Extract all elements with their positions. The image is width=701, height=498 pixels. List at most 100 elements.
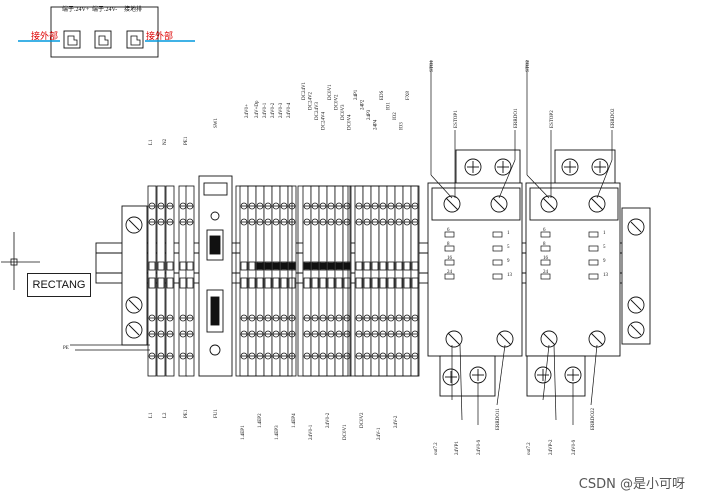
bottom-label-mid-0: 1.4EP1 [241,425,246,440]
top-label-g2-2: DC24V3 [315,101,320,120]
relay1-slot-right-label: 9 [507,259,510,264]
terminal-group-frame-1 [297,185,349,377]
label-sto1: STO1 [430,60,435,72]
top-label-g1-2: PE1 [184,136,189,145]
terminal-group-left [147,185,195,377]
terminal-mid-17 [386,185,396,377]
terminal-mid-16 [378,185,388,377]
relay1-slot-right [492,245,503,252]
safety-relay-1 [427,149,523,397]
bottom-label-r2-3: ERRDO22 [591,408,596,430]
bottom-label-left-1: L2 [163,412,168,418]
label-estop1: ESTOP1 [454,110,459,128]
relay2-slot-right-label: 9 [603,259,606,264]
relay1-slot-right [492,231,503,238]
bottom-label-r2-2: 24V0-9 [572,439,577,455]
top-label-g2-1: DC24V2 [309,91,314,110]
terminal-mid-2 [255,185,265,377]
relay1-slot-left-label: 24 [447,270,453,275]
relay2-slot-left-label: 6 [543,228,546,233]
end-stopper-right [621,207,651,345]
top-label-g1-6: 24V0-1 [263,102,268,118]
relay-top-labels: STO1 ESTOP1 ERRDO1 STO2 ESTOP2 ERRDO2 [430,60,616,128]
top-label-g2-11: 24P4 [374,119,379,130]
top-label-g1-1: N2 [163,138,168,145]
legend-label-3: 接地排 [124,5,142,13]
terminal-left-1 [156,185,166,377]
legend-label-2: 端子.24V- [92,5,117,13]
top-label-g1-5: 24V+Dp [255,100,260,118]
relay2-slot-left [540,245,551,252]
bottom-label-r1-2: 24V0-9 [477,439,482,455]
relay1-slot-right [492,259,503,266]
terminal-mid-7 [302,185,312,377]
top-label-g2-3: DC24V4 [322,111,327,130]
bottom-label-r1-3: ERRDO11 [496,408,501,430]
label-errdo2: ERRDO2 [611,108,616,128]
safety-relay-2 [525,149,621,397]
relay2-slot-left-label: 24 [543,270,549,275]
bottom-label-mid-7: DC0V2 [360,412,365,428]
bottom-label-mid-8: 24V-1 [377,427,382,440]
end-stopper-left [121,205,148,346]
top-label-g2-0: DC24V1 [302,81,307,100]
relay1-slot-left-label: 6 [447,228,450,233]
terminal-group-mid [235,185,420,377]
terminal-mid-1 [247,185,257,377]
relay2-slot-right-label: 5 [603,245,606,250]
relay2-slot-left [540,273,551,280]
relay2-slot-left [540,259,551,266]
top-label-g1-0: L1 [149,139,154,145]
relay1-slot-right-label: 13 [507,273,513,278]
bottom-label-r2-1: 24VP-2 [549,439,554,455]
terminal-mid-13 [354,185,364,377]
bottom-label-left-0: L1 [149,412,154,418]
terminal-mid-14 [362,185,372,377]
terminal-mid-11 [334,185,344,377]
bottom-label-mid-6: DC0V1 [343,424,348,440]
terminal-mid-4 [271,185,281,377]
relay2-slot-right-label: 13 [603,273,609,278]
top-label-g2-15: IO3 [400,122,405,130]
relay1-slot-right-label: 1 [507,231,510,236]
bottom-label-left-3: FU1 [214,409,219,418]
relay2-slot-right [588,231,599,238]
top-label-g1-9: 24V0-4 [287,102,292,118]
terminal-mid-0 [239,185,249,377]
relay1-slot-left-label: 16 [447,256,453,261]
terminal-mid-18 [394,185,404,377]
top-label-g2-4: DC0V1 [328,84,333,100]
relay1-slot-left [444,259,455,266]
top-label-g2-13: IO1 [387,102,392,110]
relay2-slot-left [540,231,551,238]
top-label-g2-16: FX8 [406,91,411,100]
top-label-g2-12: EDS [380,90,385,100]
top-label-g1-3: SW1 [214,118,219,129]
relay2-slot-right-label: 1 [603,231,606,236]
side-label-pe: PE [63,346,69,351]
bottom-label-r1-1: 24VP1 [455,441,460,455]
relay2-slot-right [588,259,599,266]
bottom-label-r1-0: out7.2 [434,442,439,455]
bottom-label-mid-9: 24V-2 [394,415,399,428]
rectang-label: RECTANG [27,273,91,297]
terminal-left-4 [185,185,195,377]
conn-right-label: 接外部 [146,30,173,42]
terminal-mid-5 [279,185,289,377]
top-label-g2-5: DC0V2 [335,94,340,110]
bottom-label-mid-1: 1.4EP2 [258,413,263,428]
relay1-slot-left [444,273,455,280]
legend-label-1: 端子.24V+ [62,5,90,13]
legend-box: 端子.24V+ 端子.24V- 接地排 接外部 接外部 [18,5,195,58]
top-label-g2-9: 24P2 [361,99,366,110]
label-sto2: STO2 [526,60,531,72]
terminal-left-3 [178,185,188,377]
bottom-label-mid-3: 1.4EP4 [292,413,297,428]
relay2-slot-right [588,273,599,280]
top-label-g1-7: 24V0-2 [271,102,276,118]
leader-lines [70,60,613,425]
bottom-label-left-2: PE1 [184,409,189,418]
